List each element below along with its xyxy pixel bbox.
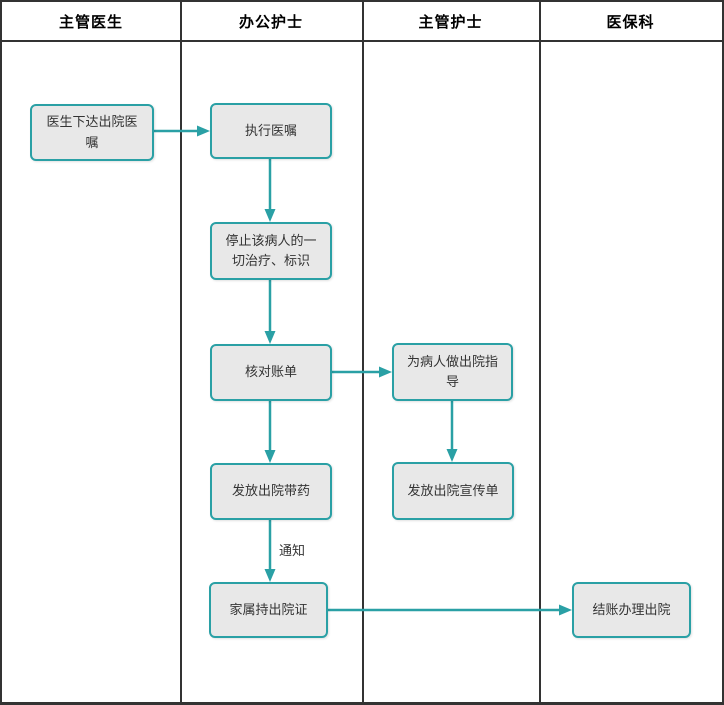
flow-arrowhead — [197, 125, 210, 137]
flow-node-label: 执行医嘱 — [244, 122, 297, 138]
flow-node-settle-discharge: 结账办理出院 — [572, 582, 691, 638]
flow-arrowhead — [264, 209, 276, 222]
flow-node-issue-leaflet: 发放出院宣传单 — [392, 462, 514, 520]
flow-node-discharge-guidance: 为病人做出院指导 — [392, 343, 513, 401]
flow-node-issue-medication: 发放出院带药 — [210, 463, 332, 520]
edge-label-issue-medication-family-certificate: 通知 — [279, 543, 306, 558]
flow-node-stop-treatment: 停止该病人的一切治疗、标识 — [210, 222, 332, 280]
flow-node-label: 停止该病人的一切治疗、标识 — [225, 232, 317, 268]
flow-node-label: 家属持出院证 — [229, 601, 308, 617]
flow-node-family-certificate: 家属持出院证 — [209, 582, 328, 638]
flow-arrowhead — [264, 569, 276, 582]
flow-node-label: 发放出院带药 — [231, 483, 310, 499]
flow-arrowhead — [264, 450, 276, 463]
flow-node-label: 核对账单 — [244, 364, 297, 380]
lane-divider — [180, 2, 182, 702]
lane-header-head-nurse: 主管护士 — [418, 13, 483, 31]
lane-header-insurance-dept: 医保科 — [606, 13, 655, 31]
flow-arrowhead — [446, 449, 458, 462]
flow-node-issue-discharge-order: 医生下达出院医嘱 — [30, 104, 154, 161]
flow-node-verify-bill: 核对账单 — [210, 344, 332, 401]
lane-header-office-nurse: 办公护士 — [238, 13, 303, 31]
lane-divider — [362, 2, 364, 702]
flow-node-execute-order: 执行医嘱 — [210, 103, 332, 159]
flow-node-label: 结账办理出院 — [592, 601, 671, 617]
flow-arrowhead — [379, 366, 392, 378]
flow-node-label: 为病人做出院指导 — [406, 353, 498, 389]
flow-node-label: 医生下达出院医嘱 — [46, 114, 138, 150]
lane-divider — [539, 2, 541, 702]
lane-header-attending-doctor: 主管医生 — [58, 13, 123, 31]
flow-arrowhead — [559, 604, 572, 616]
flow-node-label: 发放出院宣传单 — [407, 482, 499, 498]
flow-arrowhead — [264, 331, 276, 344]
